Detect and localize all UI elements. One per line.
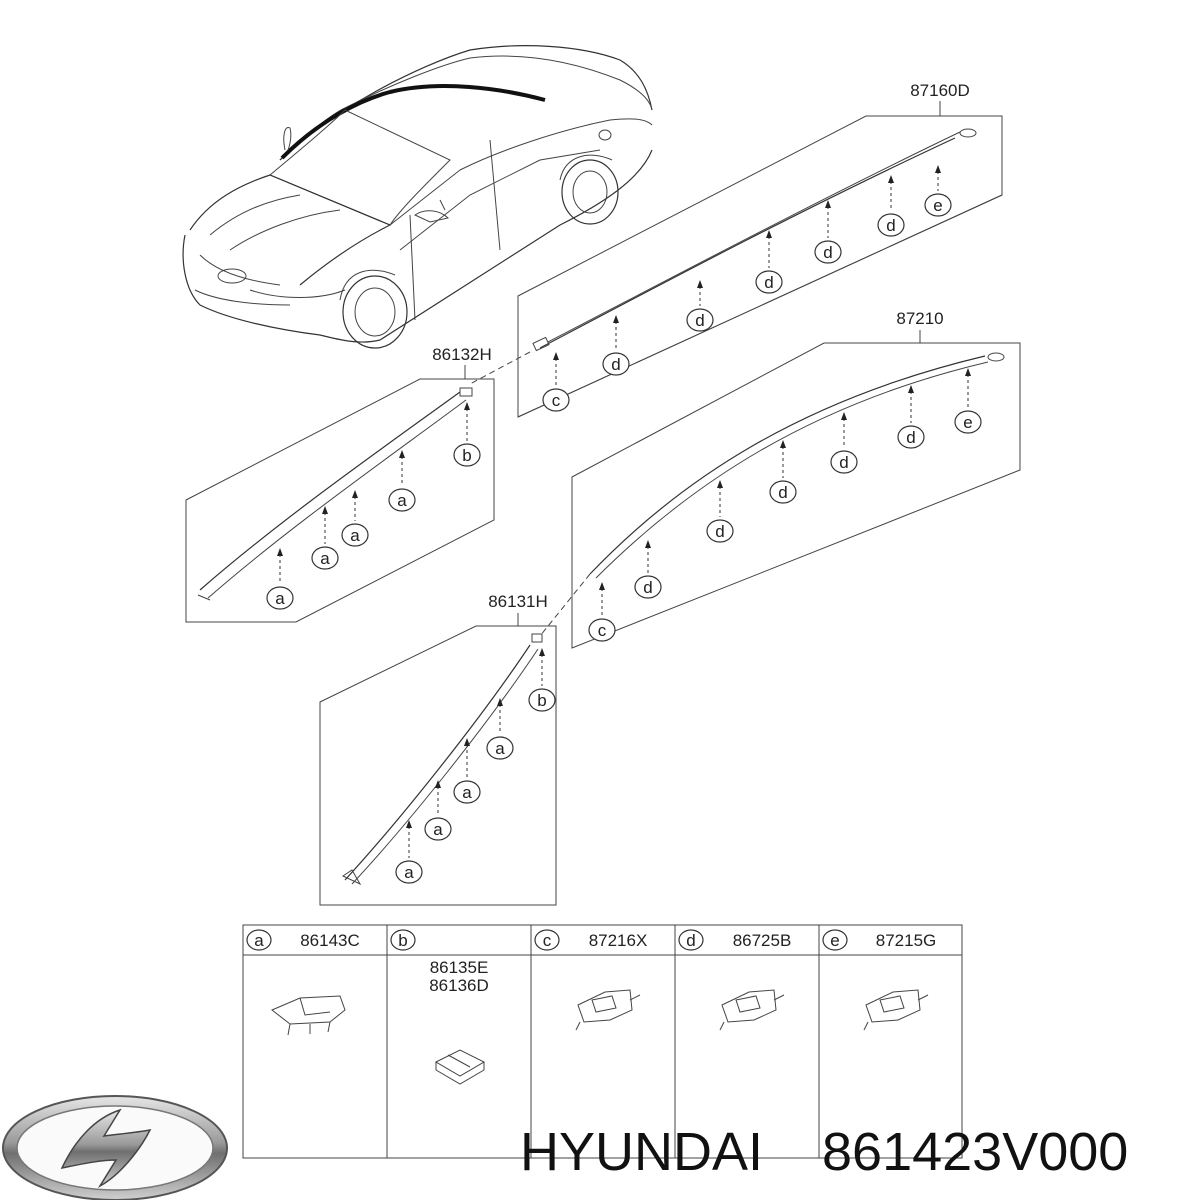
part-number-86131H: 86131H bbox=[488, 592, 548, 611]
callout-letter: b bbox=[462, 446, 471, 465]
callout-b: b bbox=[453, 402, 481, 467]
callout-d: d bbox=[769, 440, 797, 504]
callout-e: e bbox=[954, 368, 982, 434]
callout-d: d bbox=[634, 540, 662, 599]
part-number-87160D: 87160D bbox=[910, 81, 970, 100]
callout-letter: d bbox=[778, 483, 787, 502]
callout-a: a bbox=[341, 490, 369, 547]
clip-e-drawing bbox=[863, 989, 929, 1031]
legend-part-code: 87216X bbox=[589, 931, 648, 950]
callout-d: d bbox=[686, 280, 714, 332]
legend-cell-e: e 87215G bbox=[822, 929, 937, 951]
callout-letter: d bbox=[823, 243, 832, 262]
panel-87160D: 87160D bbox=[469, 81, 1003, 418]
callout-letter: b bbox=[537, 691, 546, 710]
legend-cell-d: d 86725B bbox=[678, 929, 792, 951]
panel-86131H: 86131H bbox=[319, 592, 557, 906]
callout-letter: d bbox=[764, 273, 773, 292]
callout-letter: a bbox=[275, 589, 285, 608]
legend-letter: c bbox=[543, 931, 552, 950]
clip-d-drawing bbox=[719, 989, 785, 1031]
callout-letter: c bbox=[598, 621, 607, 640]
legend-cell-a: a 86143C bbox=[246, 929, 360, 951]
callout-b: b bbox=[528, 648, 556, 712]
legend-letter: a bbox=[254, 931, 264, 950]
legend-letter: e bbox=[830, 931, 839, 950]
callout-letter: d bbox=[643, 578, 652, 597]
legend-part-code: 87215G bbox=[876, 931, 937, 950]
callout-d: d bbox=[814, 200, 842, 264]
part-number-86132H: 86132H bbox=[432, 345, 492, 364]
callout-a: a bbox=[311, 506, 339, 570]
callout-letter: a bbox=[404, 863, 414, 882]
legend-part-code: 86143C bbox=[300, 931, 360, 950]
hyundai-logo-icon bbox=[2, 1095, 228, 1200]
callout-e: e bbox=[924, 165, 952, 217]
callout-letter: d bbox=[886, 216, 895, 235]
clip-b-drawing bbox=[434, 1049, 486, 1085]
clip-a-drawing bbox=[271, 995, 346, 1036]
callout-a: a bbox=[266, 548, 294, 610]
callout-letter: a bbox=[397, 491, 407, 510]
callout-letter: a bbox=[320, 549, 330, 568]
legend-part-code: 86725B bbox=[733, 931, 792, 950]
callout-letter: d bbox=[611, 355, 620, 374]
callout-d: d bbox=[877, 175, 905, 237]
callout-letter: d bbox=[906, 428, 915, 447]
panel-87210: 87210 bbox=[539, 309, 1021, 649]
callout-c: c bbox=[588, 582, 616, 642]
legend-letter: b bbox=[398, 931, 407, 950]
callout-d: d bbox=[706, 480, 734, 543]
callout-letter: c bbox=[552, 391, 561, 410]
callout-letter: e bbox=[963, 413, 972, 432]
callout-c: c bbox=[542, 352, 570, 412]
callout-letter: a bbox=[462, 783, 472, 802]
legend-part-code: 86136D bbox=[429, 976, 489, 995]
callout-d: d bbox=[602, 315, 630, 376]
callout-a: a bbox=[395, 820, 423, 884]
callout-a: a bbox=[486, 698, 514, 760]
callout-a: a bbox=[388, 450, 416, 512]
callout-letter: a bbox=[350, 526, 360, 545]
legend-part-code: 86135E bbox=[430, 958, 489, 977]
callout-d: d bbox=[830, 412, 858, 474]
brand-name: HYUNDAI bbox=[520, 1122, 763, 1182]
part-number-87210: 87210 bbox=[896, 309, 943, 328]
legend-letter: d bbox=[686, 931, 695, 950]
callout-a: a bbox=[424, 780, 452, 841]
fastener-legend-table bbox=[242, 924, 963, 1159]
panel-86132H: 86132H bbox=[185, 345, 495, 623]
callout-d: d bbox=[755, 230, 783, 294]
callout-d: d bbox=[897, 385, 925, 449]
callout-letter: d bbox=[695, 311, 704, 330]
callout-letter: e bbox=[933, 196, 942, 215]
legend-cell-c: c 87216X bbox=[534, 929, 648, 951]
callout-letter: a bbox=[433, 820, 443, 839]
callout-letter: d bbox=[839, 453, 848, 472]
clip-c-drawing bbox=[575, 989, 641, 1031]
callout-letter: d bbox=[715, 522, 724, 541]
car-illustration bbox=[182, 45, 653, 349]
part-number-title: 861423V000 bbox=[822, 1122, 1128, 1182]
callout-letter: a bbox=[495, 739, 505, 758]
callout-a: a bbox=[453, 738, 481, 804]
